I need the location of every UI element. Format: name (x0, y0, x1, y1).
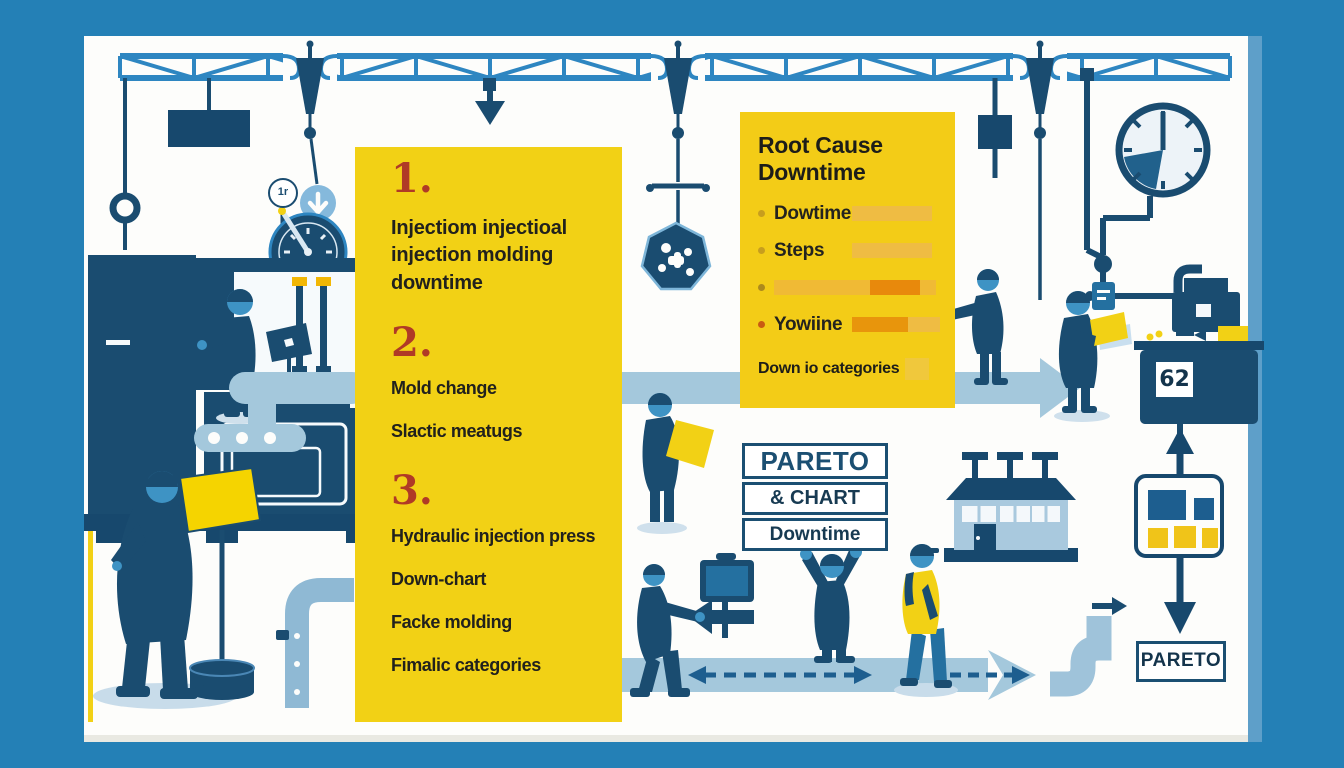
hanging-sign (168, 110, 250, 147)
gauge-badge: 1r (268, 178, 298, 208)
pareto-tag: PARETO (1136, 641, 1226, 682)
section-number: 3. (391, 467, 433, 515)
worker-at-display (630, 553, 754, 697)
machine-count-badge: 62 (1156, 362, 1193, 397)
man-raised-arms (800, 546, 862, 663)
root-cause-footer: Down io categories (758, 358, 941, 380)
panel-text: Facke molding (391, 611, 512, 632)
pipes-left (194, 372, 368, 708)
root-cause-item-label: Yowiine (774, 313, 843, 335)
panel-text: downtime (391, 271, 483, 294)
bar-segment (852, 243, 932, 258)
footer-swatch (905, 358, 930, 380)
hanging-box (978, 115, 1012, 149)
bar-segment (908, 317, 940, 332)
panel-text: Slactic meatugs (391, 421, 523, 442)
root-cause-bar (852, 243, 932, 258)
panel-text: Injectiom injectioal (391, 216, 568, 239)
down-arrow-icon (475, 78, 505, 125)
bar-segment (920, 280, 936, 295)
s-pipe (1050, 616, 1112, 697)
left-yellow-strip (88, 430, 93, 722)
root-cause-item: Yowiine (758, 306, 941, 343)
pareto-box-row: & CHART (742, 482, 888, 515)
root-cause-item (758, 269, 941, 306)
panel-text: Mold change (391, 378, 497, 399)
beam-knob (1080, 68, 1094, 81)
bar-segment (870, 280, 920, 295)
root-cause-bar (852, 206, 932, 221)
bullet-dot-icon (758, 321, 765, 328)
root-cause-item: Dowtime (758, 195, 941, 232)
bar-segment (852, 317, 908, 332)
person-upper-right (945, 269, 1008, 385)
pareto-box-row: Downtime (742, 518, 888, 551)
left-arrow-icon (688, 600, 754, 634)
root-cause-bar (852, 317, 940, 332)
section-number: 1. (391, 155, 433, 202)
root-cause-footer-label: Down io categories (758, 360, 900, 377)
panel-text: Down-chart (391, 568, 487, 589)
woman-with-papers (1054, 291, 1132, 422)
root-cause-item-label: Steps (774, 239, 825, 261)
pareto-box-row: PARETO (742, 443, 888, 479)
root-cause-item-label: Dowtime (774, 202, 852, 224)
dashed-flow-arrows (688, 666, 1030, 684)
mold-part-icon (640, 221, 712, 291)
panel-text: Fimalic categories (391, 654, 541, 675)
bottom-edge-stripe (84, 735, 1248, 742)
bar-segment (774, 280, 870, 295)
bullet-dot-icon (758, 210, 765, 217)
hook-end (702, 184, 710, 192)
worker-with-sheet (637, 393, 714, 534)
panel-text: Hydraulic injection press (391, 525, 596, 546)
hook-end (646, 184, 654, 192)
wall-clock (1115, 102, 1211, 198)
bar-segment (852, 206, 932, 221)
root-cause-title-line1: Root Cause (758, 132, 883, 158)
root-cause-item: Steps (758, 232, 941, 269)
root-cause-bar (774, 280, 936, 295)
bullet-dot-icon (758, 247, 765, 254)
mini-dashboard-icon (1134, 474, 1224, 634)
inspection-board (178, 466, 262, 700)
right-equipment (1092, 255, 1264, 474)
section-items: Injectiom injectioal injection molding dow… (391, 215, 616, 298)
bullet-dot-icon (758, 284, 765, 291)
walker-yellow-vest (894, 544, 958, 697)
machine-62 (1134, 341, 1264, 350)
root-cause-title-line2: Downtime (758, 159, 866, 185)
down-arrow-icon (1164, 602, 1196, 634)
factory-building (944, 452, 1078, 562)
left-panel: 1. Injectiom injectioal injection molding d… (355, 147, 622, 722)
section-number: 2. (391, 319, 433, 367)
panel-text: injection molding (391, 244, 554, 267)
up-arrow-icon (1166, 428, 1194, 454)
